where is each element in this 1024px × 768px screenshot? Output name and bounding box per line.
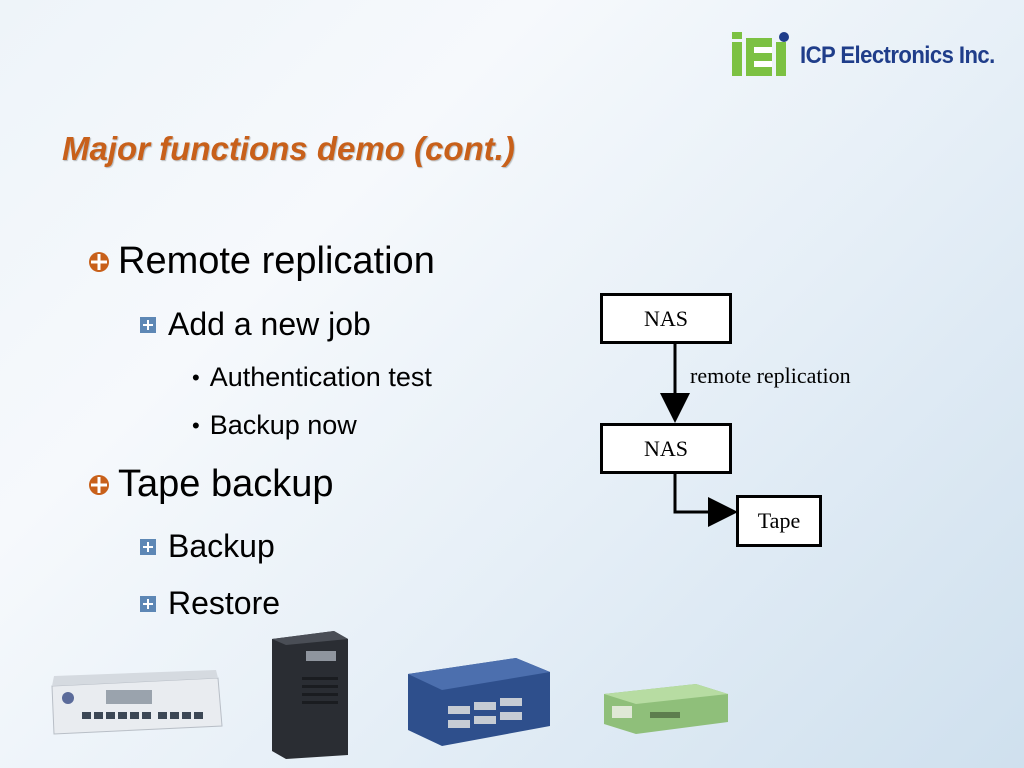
- tape-arrow: [673, 473, 738, 527]
- bullet-label: Remote replication: [118, 240, 435, 282]
- square-bullet-icon: [140, 595, 156, 612]
- square-bullet-icon: [140, 316, 156, 333]
- company-logo: ICP Electronics Inc.: [732, 30, 1004, 78]
- bullet-restore: Restore: [140, 585, 280, 622]
- tower-nas-device-image: [272, 631, 348, 759]
- bullet-label: Tape backup: [118, 463, 334, 505]
- replication-diagram: NAS remote replication NAS Tape: [590, 285, 920, 555]
- nas-target-box: NAS: [600, 423, 732, 474]
- dot-bullet-icon: •: [192, 412, 200, 438]
- bullet-remote-replication: Remote replication: [88, 240, 435, 283]
- bullet-tape-backup: Tape backup: [88, 463, 334, 506]
- orange-bullet-icon: [89, 474, 109, 495]
- bullet-add-new-job: Add a new job: [140, 306, 371, 343]
- orange-bullet-icon: [89, 251, 109, 272]
- bullet-label: Backup now: [209, 410, 357, 440]
- bullet-backup-now: • Backup now: [192, 410, 357, 441]
- rackmount-nas-device-image: [51, 670, 223, 735]
- bullet-authentication-test: • Authentication test: [192, 362, 432, 393]
- bullet-label: Backup: [168, 528, 275, 564]
- bullet-backup: Backup: [140, 528, 275, 565]
- rack-storage-device-image: [408, 658, 550, 746]
- tape-box: Tape: [736, 495, 822, 547]
- nas-source-box: NAS: [600, 293, 732, 344]
- logo-text: ICP Electronics Inc.: [800, 42, 995, 69]
- bullet-label: Add a new job: [168, 306, 371, 342]
- bullet-label: Authentication test: [209, 362, 432, 392]
- arrow-label: remote replication: [690, 363, 851, 388]
- tape-drive-device-image: [604, 684, 728, 734]
- diagram-arrows: [660, 343, 738, 527]
- iei-logo-icon: [732, 32, 789, 76]
- dot-bullet-icon: •: [192, 364, 200, 390]
- square-bullet-icon: [140, 538, 156, 555]
- slide-title: Major functions demo (cont.): [62, 130, 515, 167]
- bullet-label: Restore: [168, 585, 281, 621]
